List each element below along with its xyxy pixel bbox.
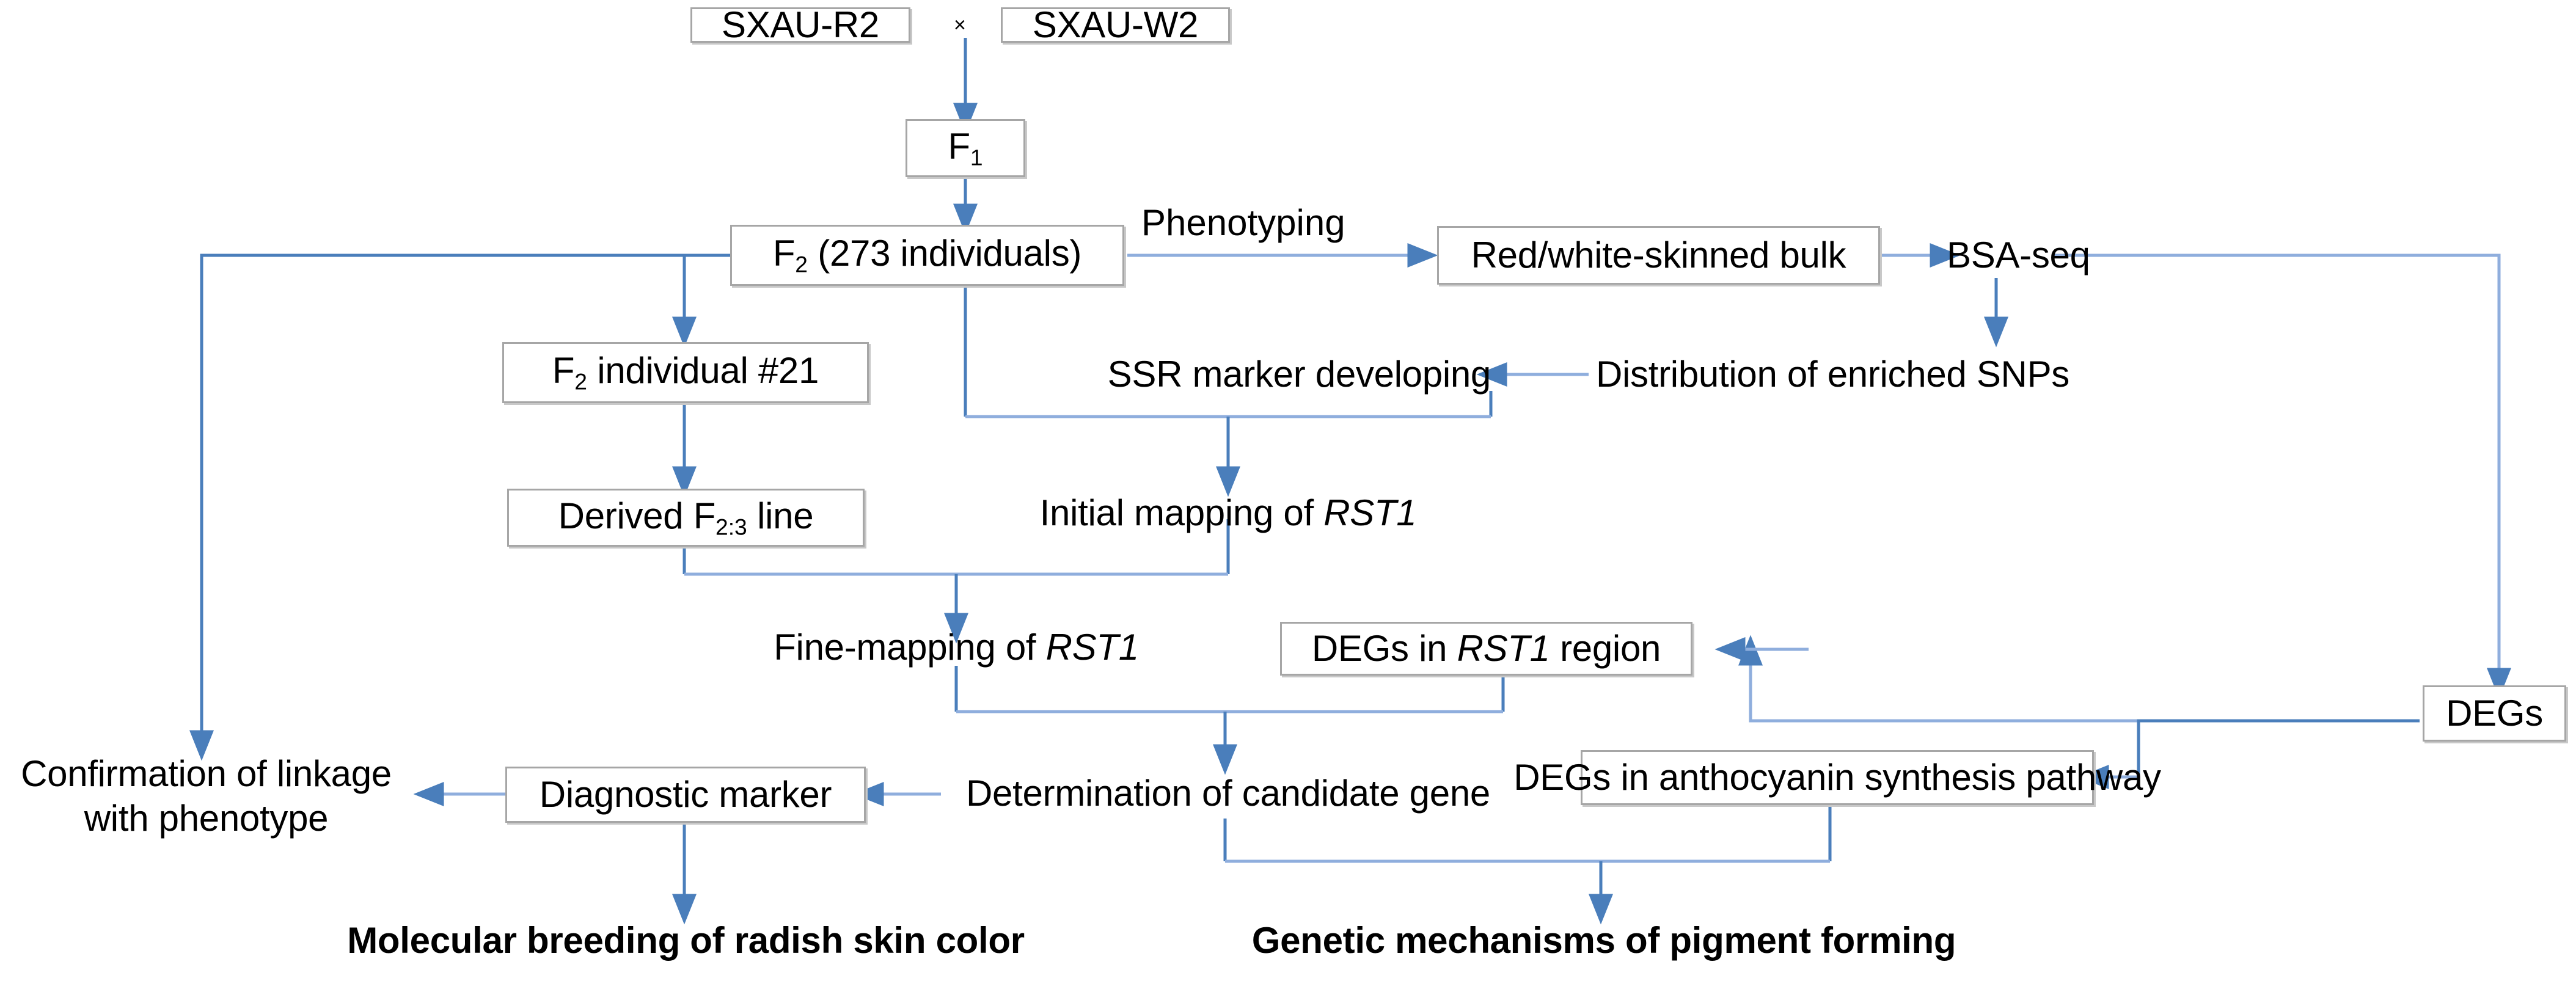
node-confirmation-line2: with phenotype (84, 798, 329, 839)
node-confirmation-line1: Confirmation of linkage (21, 753, 392, 794)
node-bsa-seq: BSA-seq (1947, 233, 2090, 277)
edge-degs-to-degsregion (1738, 635, 2420, 723)
node-degs-region[interactable]: DEGs in RST1 region (1280, 622, 1692, 676)
node-f1[interactable]: F1 (906, 119, 1025, 177)
edge-degs-to-anthocyanin (2137, 719, 2420, 777)
node-outcome-breeding-label: Molecular breeding of radish skin color (347, 920, 1025, 961)
node-outcome-mechanism: Genetic mechanisms of pigment forming (1198, 916, 2010, 965)
node-bsa-seq-label: BSA-seq (1947, 235, 2090, 276)
cross-symbol: × (954, 13, 966, 37)
node-degs-anthocyanin-label: DEGs in anthocyanin synthesis pathway (1513, 757, 2161, 798)
node-fine-mapping-label: Fine-mapping of RST1 (774, 627, 1139, 668)
node-degs[interactable]: DEGs (2423, 685, 2566, 742)
node-bulk[interactable]: Red/white-skinned bulk (1437, 226, 1880, 285)
edge-label-phenotyping: Phenotyping (1141, 202, 1345, 244)
node-ssr-marker-label: SSR marker developing (1107, 354, 1491, 395)
node-initial-mapping-label: Initial mapping of RST1 (1039, 492, 1417, 534)
node-candidate-gene-label: Determination of candidate gene (966, 773, 1490, 814)
node-f1-label: F1 (948, 125, 983, 170)
cross-symbol-label: × (954, 13, 966, 37)
node-outcome-breeding: Molecular breeding of radish skin color (299, 916, 1072, 965)
node-candidate-gene: Determination of candidate gene (944, 768, 1512, 819)
node-initial-mapping: Initial mapping of RST1 (993, 489, 1463, 538)
node-parent-white[interactable]: SXAU-W2 (1001, 4, 1230, 46)
edge-f2-to-confirmation (189, 253, 803, 761)
node-derived-line[interactable]: Derived F2:3 line (507, 489, 865, 547)
node-snp-distribution: Distribution of enriched SNPs (1596, 353, 2164, 396)
node-degs-label: DEGs (2446, 693, 2543, 734)
node-diagnostic-marker[interactable]: Diagnostic marker (505, 767, 866, 823)
edge-label-phenotyping-text: Phenotyping (1141, 202, 1345, 243)
node-degs-anthocyanin[interactable]: DEGs in anthocyanin synthesis pathway (1513, 750, 2161, 805)
node-f2-individual[interactable]: F2 individual #21 (502, 342, 869, 403)
node-ssr-marker: SSR marker developing (1057, 353, 1491, 396)
node-snp-distribution-label: Distribution of enriched SNPs (1596, 354, 2069, 395)
node-outcome-mechanism-label: Genetic mechanisms of pigment forming (1251, 920, 1956, 961)
node-parent-red-label: SXAU-R2 (722, 4, 879, 46)
node-diagnostic-marker-label: Diagnostic marker (539, 774, 832, 815)
node-derived-line-label: Derived F2:3 line (558, 495, 814, 540)
node-parent-red[interactable]: SXAU-R2 (690, 4, 910, 46)
node-fine-mapping: Fine-mapping of RST1 (730, 623, 1182, 672)
node-f2-population-label: F2 (273 individuals) (772, 233, 1082, 277)
node-f2-individual-label: F2 individual #21 (552, 350, 819, 395)
node-f2-population[interactable]: F2 (273 individuals) (730, 225, 1124, 286)
node-confirmation: Confirmation of linkage with phenotype (6, 750, 406, 842)
node-bulk-label: Red/white-skinned bulk (1471, 235, 1846, 276)
node-parent-white-label: SXAU-W2 (1032, 4, 1199, 46)
node-degs-region-label: DEGs in RST1 region (1311, 628, 1661, 669)
edge-bsaseq-to-degs (2053, 253, 2511, 699)
